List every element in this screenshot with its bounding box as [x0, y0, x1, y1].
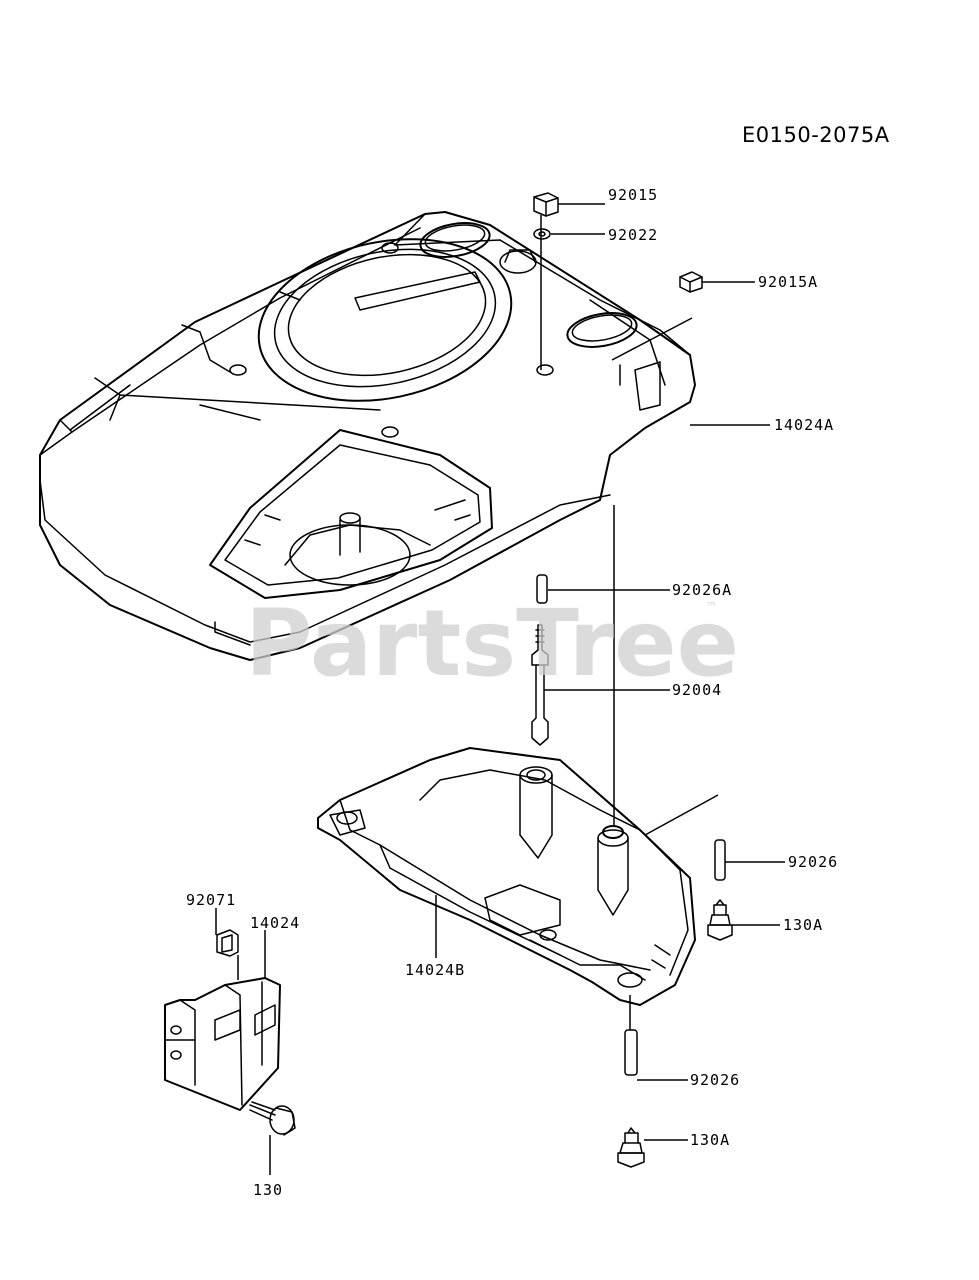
bolt-130[interactable] [249, 1101, 296, 1136]
bracket-14024-drawing[interactable] [164, 977, 281, 1111]
nut-92015a[interactable] [679, 271, 703, 293]
watermark-trademark: ™ [706, 600, 717, 613]
bolt-130a-upper[interactable] [707, 899, 733, 941]
part-label-130a-lower[interactable]: 130A [690, 1131, 730, 1149]
dowel-pin-92026a[interactable] [536, 574, 548, 604]
diagram-code: E0150-2075A [742, 123, 890, 147]
part-label-14024[interactable]: 14024 [250, 914, 300, 932]
washer-92022[interactable] [533, 228, 551, 240]
part-label-14024a[interactable]: 14024A [774, 416, 834, 434]
dowel-pin-92026-upper[interactable] [714, 839, 726, 881]
nut-92015[interactable] [533, 192, 559, 217]
part-label-130a-upper[interactable]: 130A [783, 916, 823, 934]
grommet-92071[interactable] [216, 929, 239, 957]
leader-92026-upper [644, 794, 785, 863]
upper-shroud-drawing[interactable] [39, 211, 696, 661]
part-label-92015[interactable]: 92015 [608, 186, 658, 204]
part-label-130[interactable]: 130 [253, 1181, 283, 1199]
watermark: PartsTree [245, 590, 739, 697]
part-label-92026-lower[interactable]: 92026 [690, 1071, 740, 1089]
leader-14024 [237, 930, 266, 980]
dowel-pin-92026-lower[interactable] [624, 1029, 638, 1076]
part-label-92026-upper[interactable]: 92026 [788, 853, 838, 871]
part-label-92071[interactable]: 92071 [186, 891, 236, 909]
stud-bolt-92004[interactable] [531, 624, 549, 746]
part-label-92022[interactable]: 92022 [608, 226, 658, 244]
lower-shroud-drawing[interactable] [317, 747, 696, 1006]
bolt-130a-lower[interactable] [617, 1127, 645, 1168]
part-label-92004[interactable]: 92004 [672, 681, 722, 699]
leader-14024a [611, 317, 770, 426]
part-label-14024b[interactable]: 14024B [405, 961, 465, 979]
part-label-92015a[interactable]: 92015A [758, 273, 818, 291]
part-label-92026a[interactable]: 92026A [672, 581, 732, 599]
